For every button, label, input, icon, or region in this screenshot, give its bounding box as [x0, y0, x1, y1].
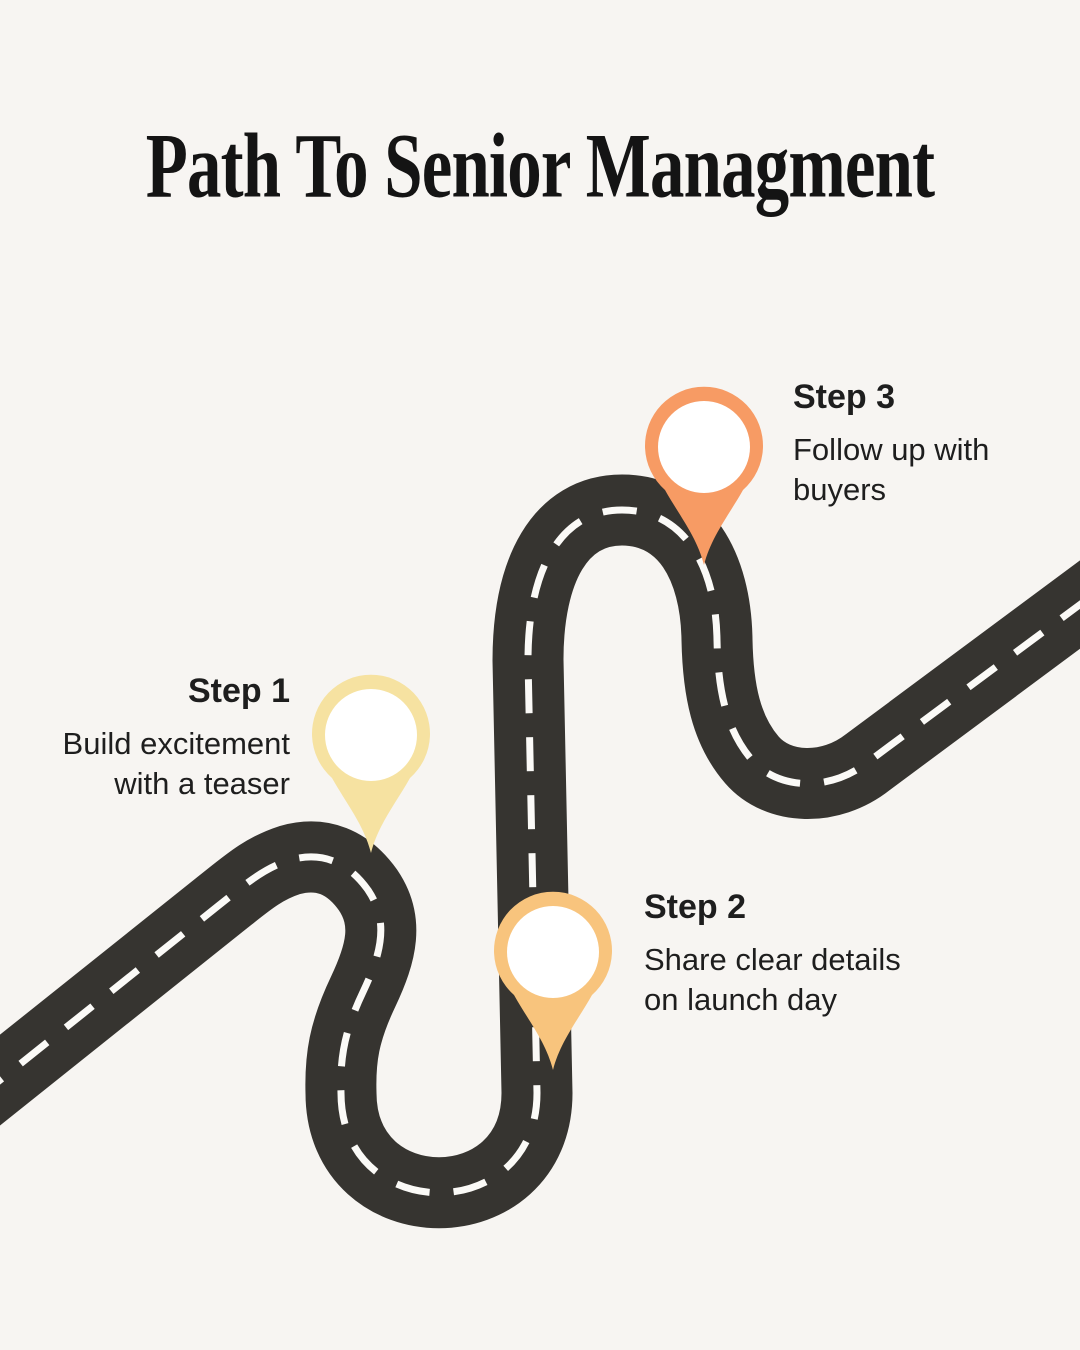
- road-center-line: [0, 506, 1080, 1197]
- step2-label: Step 2: [644, 888, 747, 926]
- step3-description-line1: Follow up with: [793, 432, 990, 467]
- step2-description-line2: on launch day: [644, 982, 838, 1017]
- step3-description-line2: buyers: [793, 472, 887, 507]
- step1-label: Step 1: [187, 672, 290, 710]
- map-pin-icon-step3: [645, 386, 763, 565]
- pin-inner-circle-step1: [325, 689, 417, 781]
- pin-inner-circle-step2: [507, 906, 599, 998]
- step1-callout: Step 1 Build excitement with a teaser: [63, 672, 290, 804]
- step2-callout: Step 2 Share clear details on launch day: [644, 888, 901, 1020]
- step1-description-line1: Build excitement: [62, 726, 290, 761]
- step1-description-line2: with a teaser: [114, 766, 290, 801]
- step3-label: Step 3: [793, 378, 896, 416]
- pin-inner-circle-step3: [658, 401, 750, 493]
- step2-description-line1: Share clear details: [644, 942, 901, 977]
- page-title: Path To Senior Managment: [145, 115, 935, 218]
- map-pin-icon-step1: [312, 674, 430, 853]
- map-pin-icon-step2: [494, 891, 612, 1070]
- step3-callout: Step 3 Follow up with buyers: [793, 378, 989, 510]
